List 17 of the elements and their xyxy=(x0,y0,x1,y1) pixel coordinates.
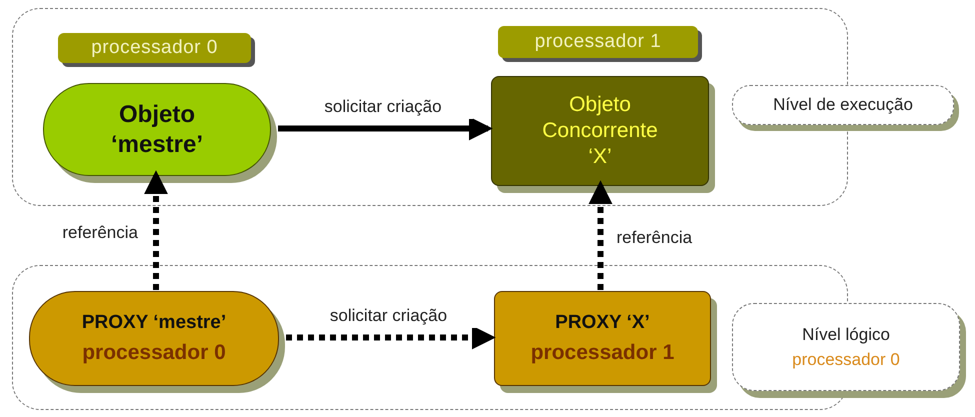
node-label: Objeto ‘mestre’ xyxy=(110,100,204,160)
arrow xyxy=(588,180,612,290)
arrow xyxy=(286,326,496,350)
node-sublabel: processador 0 xyxy=(792,349,900,371)
node-label: processador 1 xyxy=(534,30,662,54)
arrow xyxy=(144,170,168,290)
node-label: processador 0 xyxy=(91,36,218,60)
node-label: Nível de execução xyxy=(773,94,913,116)
node-sublabel: processador 0 xyxy=(82,340,226,366)
processor-tag xyxy=(498,26,698,58)
node-label: Objeto Concorrente ‘X’ xyxy=(541,92,659,170)
arrow xyxy=(278,116,493,140)
processor-tag xyxy=(58,33,251,63)
node-label: PROXY ‘X’ xyxy=(555,310,650,334)
node-label: Nível lógico xyxy=(802,324,890,346)
node-label: PROXY ‘mestre’ xyxy=(82,310,226,334)
node-sublabel: processador 1 xyxy=(530,340,674,366)
